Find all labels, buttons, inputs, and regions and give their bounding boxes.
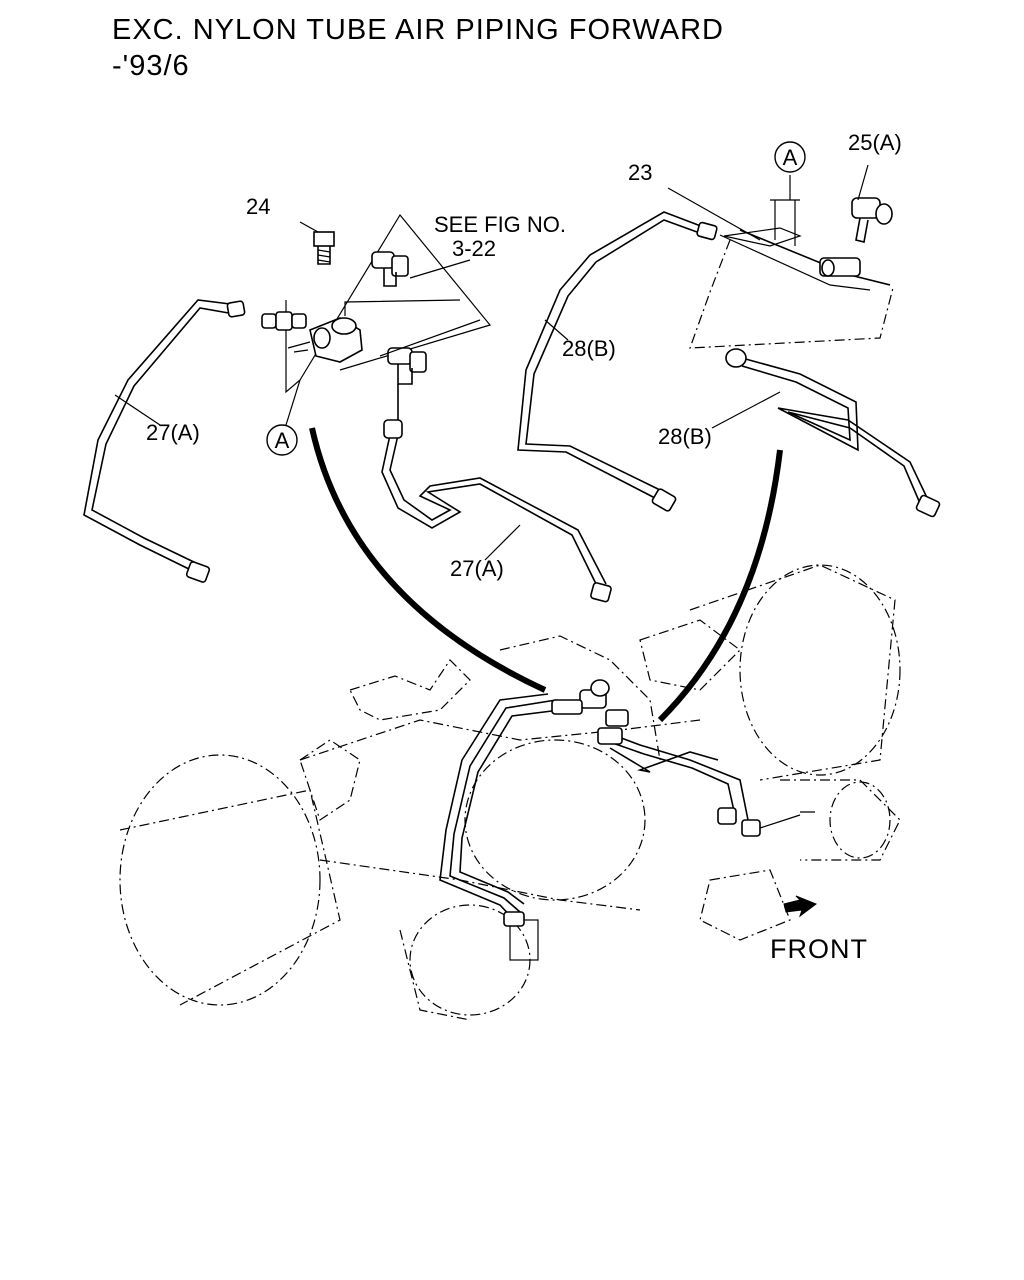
callout-a-left: A (266, 379, 301, 456)
label-part-24: 24 (246, 194, 270, 219)
installed-piping (439, 679, 815, 927)
leader-arc-left (309, 427, 547, 693)
bracket-valve (819, 257, 861, 277)
label-part-23: 23 (628, 160, 652, 185)
valve-25a (851, 197, 893, 243)
bolt-24 (313, 231, 335, 265)
label-part-28b-lower: 28(B) (658, 424, 712, 449)
pipe-27a-left (83, 299, 246, 583)
callout-a-right: A (774, 141, 806, 173)
label-part-27a-left: 27(A) (146, 420, 200, 445)
label-see-fig-number: 3-22 (452, 236, 496, 261)
relay-valve-body (287, 317, 363, 363)
label-part-28b-upper: 28(B) (562, 336, 616, 361)
center-valve-cluster (551, 679, 629, 745)
pipe-28b-upper (517, 211, 718, 512)
label-see-fig: SEE FIG NO. (434, 212, 566, 237)
pipe-28b-lower (711, 348, 941, 518)
diagram-subtitle-date: -'93/6 (112, 50, 190, 82)
callout-a-left-letter: A (275, 428, 290, 453)
leader-arc-right (657, 449, 783, 723)
pipe-27a-middle (381, 384, 612, 603)
front-arrow-icon (783, 895, 818, 918)
label-part-27a-middle: 27(A) (450, 556, 504, 581)
upper-elbow-fitting (371, 251, 409, 287)
label-front: FRONT (770, 934, 868, 964)
left-valve-assembly (261, 213, 492, 394)
lower-elbow-fitting (387, 347, 427, 385)
right-valve-assembly (667, 164, 894, 349)
label-part-25a: 25(A) (848, 130, 902, 155)
callout-a-right-letter: A (783, 145, 798, 170)
left-connector-fittings (261, 311, 307, 331)
diagram-title: EXC. NYLON TUBE AIR PIPING FORWARD (112, 14, 724, 46)
rear-axle-housing (119, 564, 901, 1021)
